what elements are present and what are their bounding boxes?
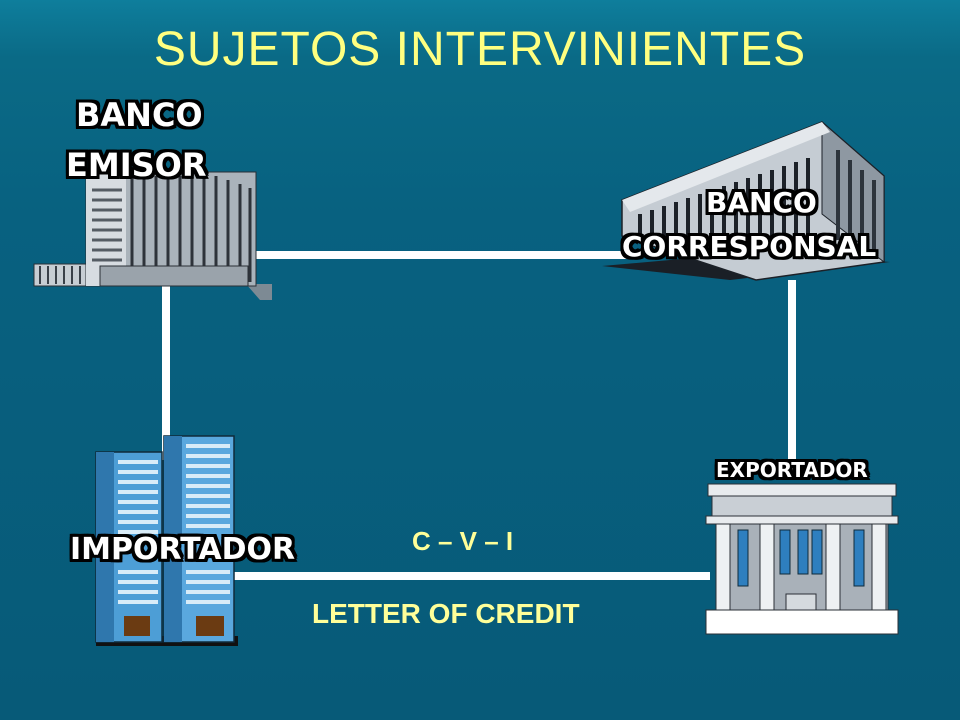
connector-bottom <box>230 572 710 580</box>
slide-title: SUJETOS INTERVINIENTES <box>153 23 807 76</box>
issuing-bank-building-icon <box>33 171 272 300</box>
connector-right <box>788 280 796 480</box>
correspondent-bank-label-line2: CORRESPONSAL <box>622 230 877 263</box>
issuing-bank-label-line2: EMISOR <box>66 146 207 184</box>
connector-top <box>230 251 640 259</box>
contract-edge-label: C – V – I <box>412 526 514 556</box>
exporter-building-icon <box>705 483 899 635</box>
correspondent-bank-building-icon <box>602 120 890 281</box>
correspondent-bank-label-line1: BANCO <box>706 186 817 219</box>
importer-towers-icon <box>95 435 238 646</box>
issuing-bank-label-line1: BANCO <box>76 96 203 134</box>
importer-label: IMPORTADOR <box>70 532 296 567</box>
letter-of-credit-edge-label: LETTER OF CREDIT <box>312 598 580 629</box>
exporter-label: EXPORTADOR <box>716 458 868 482</box>
connector-lines <box>162 251 796 580</box>
connector-left <box>162 282 170 460</box>
